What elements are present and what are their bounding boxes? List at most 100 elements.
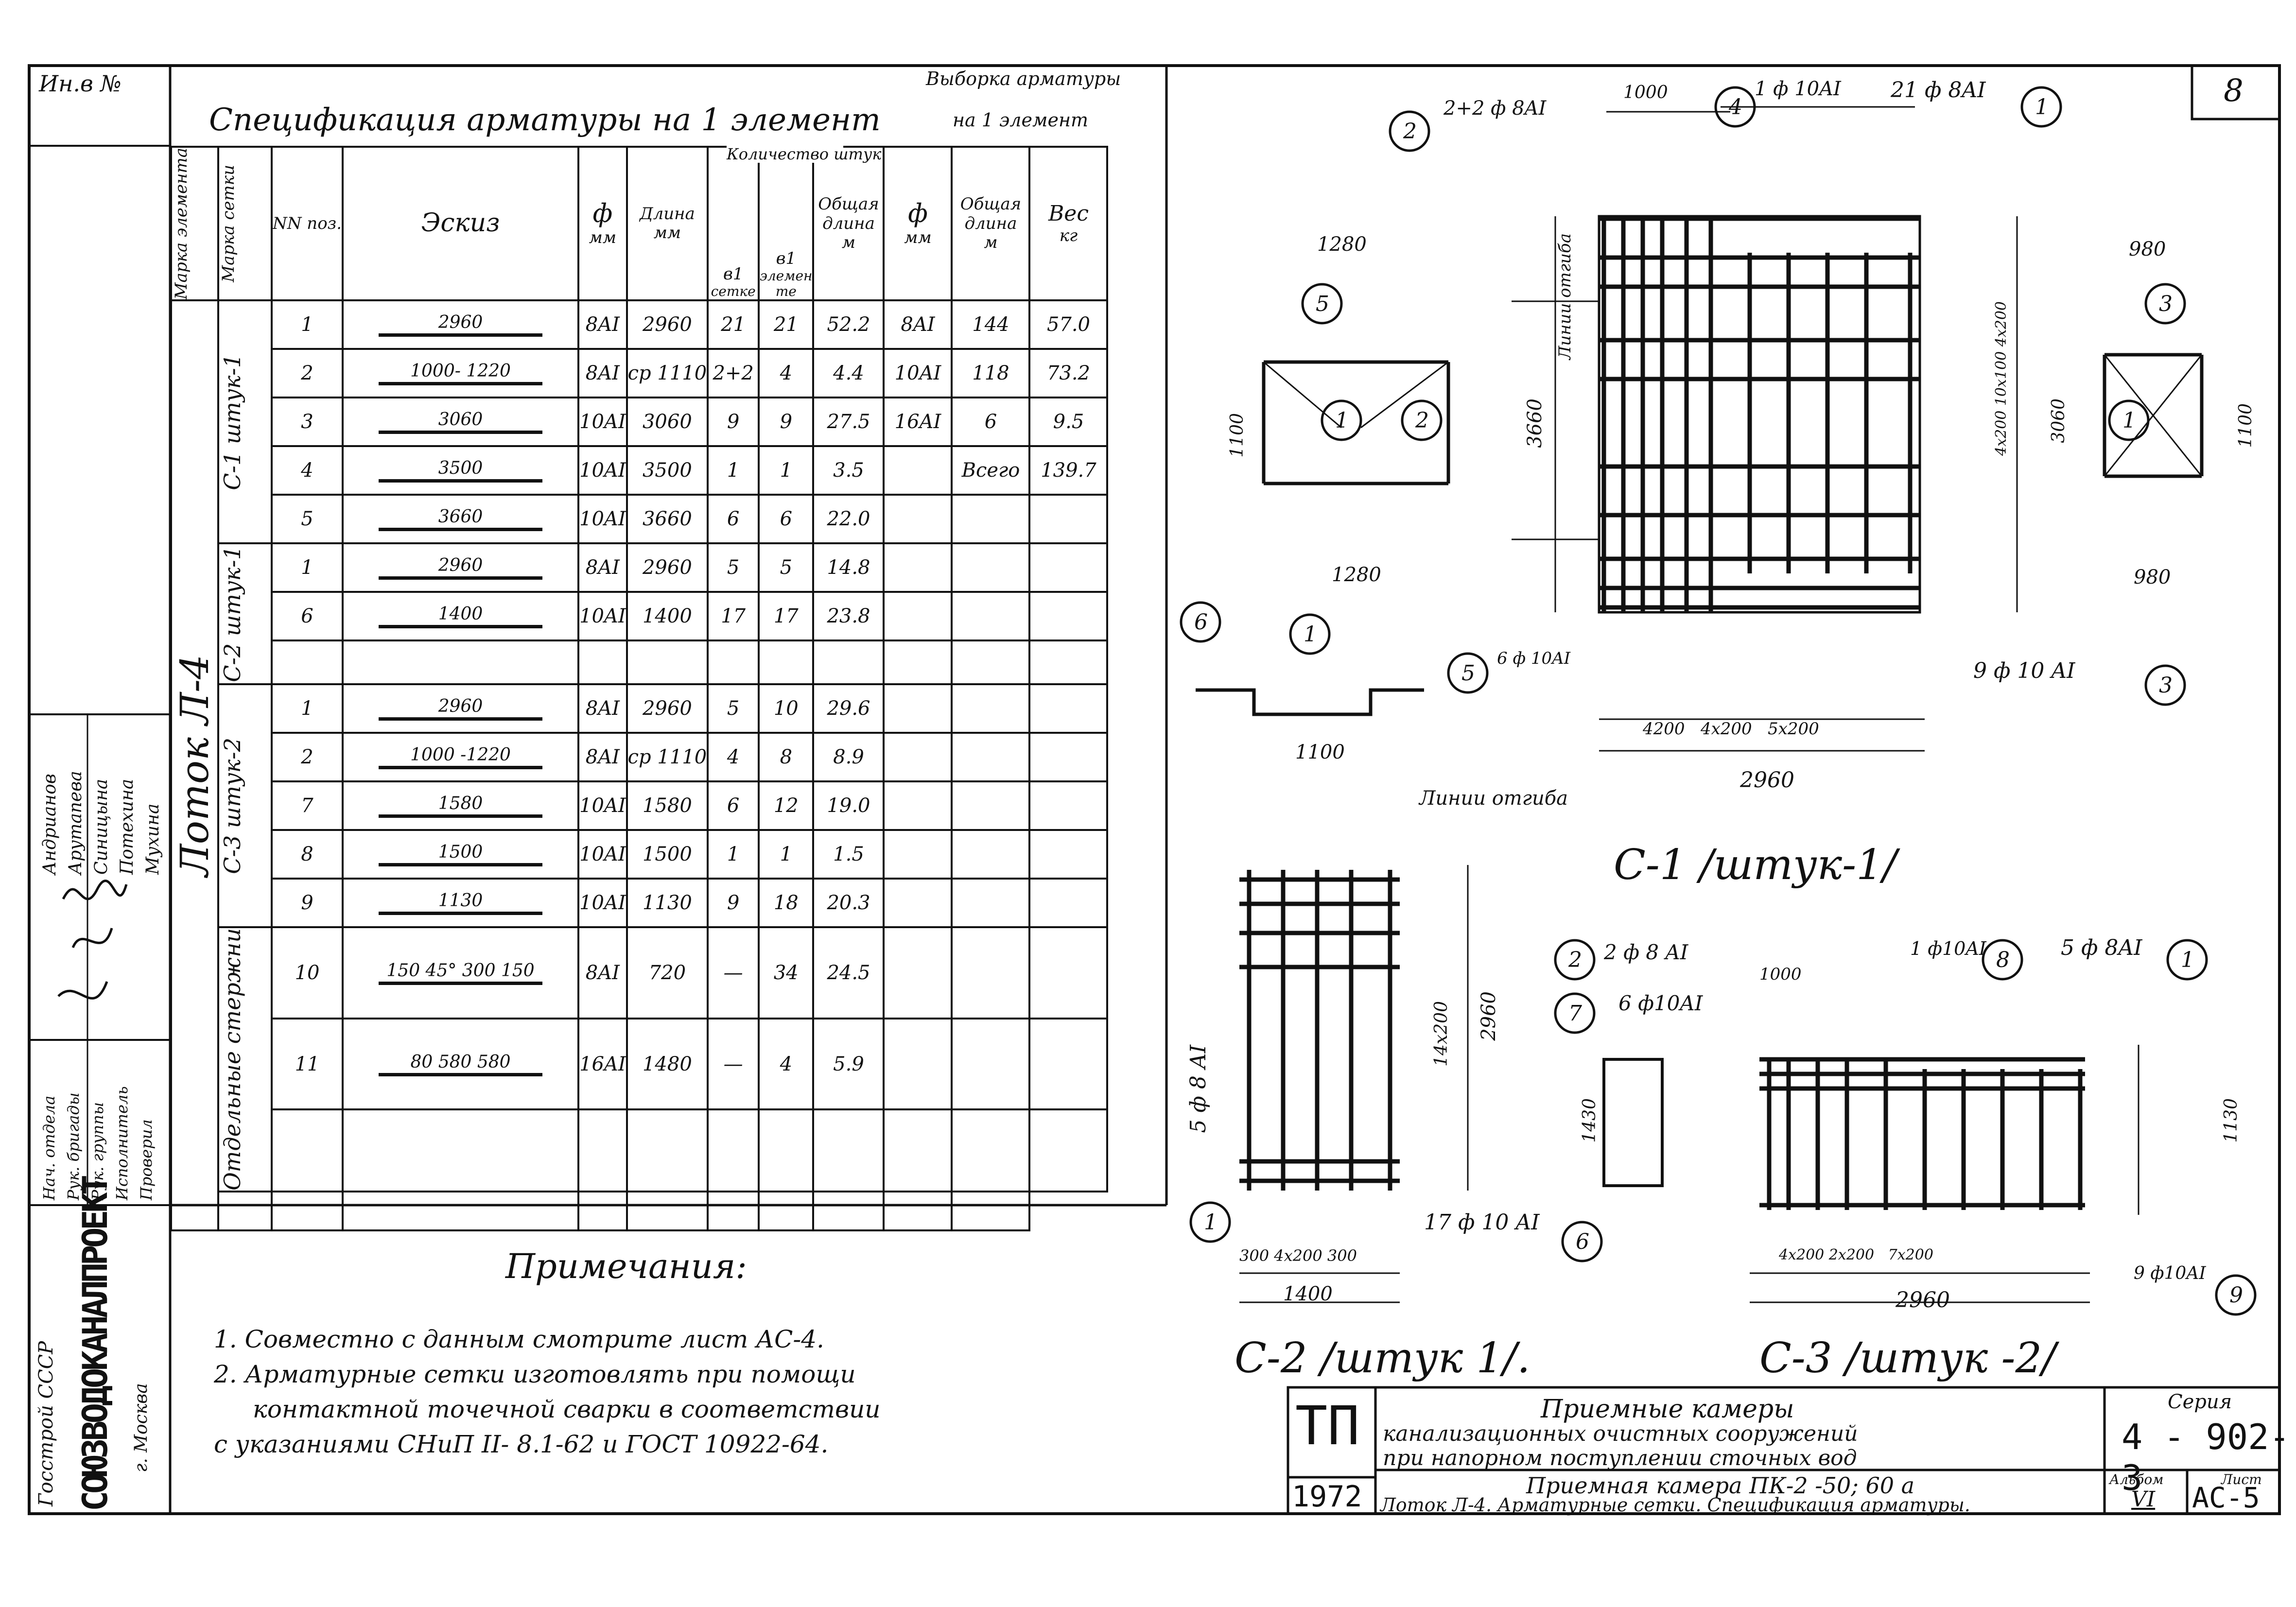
sketch-label: 3660 — [438, 507, 483, 527]
hdr-sel-total: Общая длина — [960, 194, 1022, 233]
selection-diameter-cell — [883, 445, 953, 496]
c2-dim-mid: 14x200 — [1431, 1001, 1451, 1067]
length-cell: 720 — [626, 926, 709, 1019]
qty-element-cell: 12 — [758, 780, 815, 831]
weight-cell: 57.0 — [1028, 299, 1109, 350]
selection-total-cell — [951, 878, 1031, 929]
blank-row — [171, 1191, 1107, 1232]
selection-diameter-cell — [883, 1017, 953, 1111]
c3-dim-side: 1430 — [1580, 1098, 1600, 1143]
length-cell: ср 1110 — [626, 348, 709, 399]
hdr-weight: Вес — [1048, 201, 1089, 226]
caption-c3: С-3 /штук -2/ — [1759, 1334, 2056, 1382]
qty-element-cell: 21 — [758, 299, 815, 350]
length-cell: 1500 — [626, 829, 709, 880]
selection-total-cell — [951, 542, 1031, 593]
section-c1-a — [1262, 360, 1450, 485]
bar-shape — [379, 625, 542, 629]
diameter-cell: 10AI — [577, 878, 628, 929]
selection-total-cell: Всего — [951, 445, 1031, 496]
length-cell: 1400 — [626, 591, 709, 642]
selection-title-2: на 1 элемент — [953, 109, 1089, 131]
diameter-cell: 10AI — [577, 780, 628, 831]
mesh-c2 — [1239, 870, 1400, 1191]
sketch-label: 150 45° 300 150 — [386, 961, 535, 981]
svg-text:4: 4 — [1728, 95, 1742, 120]
svg-text:7: 7 — [1568, 1001, 1582, 1026]
diameter-cell: 10AI — [577, 591, 628, 642]
c1-label-top-right: 21 ф 8AI — [1891, 78, 1986, 103]
year: 1972 — [1292, 1480, 1362, 1514]
c1-bend-line: Линии отгиба — [1555, 233, 1575, 360]
selection-total-cell — [951, 683, 1031, 734]
sheet-value: АС-5 — [2192, 1481, 2260, 1514]
qty-mesh-cell: — — [707, 1017, 760, 1111]
bar-shape — [379, 528, 542, 532]
position-cell: 5 — [270, 494, 344, 545]
weight-cell — [1028, 878, 1109, 929]
c3-dim-segments: 4x200 2x200 7x200 — [1779, 1246, 1933, 1263]
hdr-length: Длина — [639, 204, 695, 224]
sketch-label: 1130 — [438, 891, 483, 911]
hdr-sel-total-unit: м — [984, 232, 998, 252]
note-2: 2. Арматурные сетки изготовлять при помо… — [214, 1360, 856, 1388]
c1-label-right: 9 ф 10 AI — [1973, 658, 2075, 683]
hdr-qty-mesh-2: сетке — [711, 283, 756, 300]
sec-dim-bottom: 1280 — [1332, 564, 1381, 586]
position-cell: 7 — [270, 780, 344, 831]
qty-element-cell: 1 — [758, 829, 815, 880]
sheet-label: Лист — [2221, 1471, 2262, 1487]
c1-label-left: 6 ф 10AI — [1497, 649, 1571, 668]
svg-text:5: 5 — [1461, 661, 1475, 686]
position-cell: 4 — [270, 445, 344, 496]
selection-diameter-cell — [883, 542, 953, 593]
series-value: 4 - 902-3 — [2122, 1417, 2290, 1498]
qty-mesh-cell: — — [707, 926, 760, 1019]
svg-text:1: 1 — [2181, 948, 2194, 972]
bar-shape — [379, 766, 542, 770]
selection-diameter-cell — [883, 494, 953, 545]
selection-total-cell — [951, 829, 1031, 880]
caption-c2: С-2 /штук 1/. — [1235, 1334, 1531, 1382]
total-length-cell: 22.0 — [812, 494, 885, 545]
selection-total-cell — [951, 1017, 1031, 1111]
total-length-cell: 23.8 — [812, 591, 885, 642]
c1-label-top-mid: 1 ф 10AI — [1755, 78, 1841, 100]
page-number: 8 — [2224, 73, 2244, 109]
c3-label-top-right: 5 ф 8AI — [2061, 935, 2142, 960]
qty-mesh-cell: 9 — [707, 878, 760, 929]
length-cell: 1480 — [626, 1017, 709, 1111]
c1-dim-bottom: 2960 — [1740, 768, 1794, 793]
c3-label-top-left: 2 ф 8 AI — [1604, 940, 1688, 964]
hdr-dia-unit: мм — [589, 228, 617, 248]
selection-diameter-cell: 16AI — [883, 397, 953, 448]
selection-diameter-cell — [883, 829, 953, 880]
weight-cell — [1028, 829, 1109, 880]
qty-element-cell: 4 — [758, 1017, 815, 1111]
length-cell: 1130 — [626, 878, 709, 929]
title-line5: Лоток Л-4. Арматурные сетки. Спецификаци… — [1380, 1494, 1970, 1516]
c2-dim-segments: 300 4x200 300 — [1239, 1246, 1357, 1265]
qty-mesh-cell: 6 — [707, 780, 760, 831]
series-label: Серия — [2168, 1391, 2232, 1413]
sec2-dim-bottom: 980 — [2134, 566, 2171, 588]
length-cell: 2960 — [626, 299, 709, 350]
note-4: с указаниями СНиП II- 8.1-62 и ГОСТ 1092… — [214, 1430, 829, 1458]
svg-text:1: 1 — [2122, 408, 2136, 433]
qty-element-cell: 10 — [758, 683, 815, 734]
position-cell: 1 — [270, 542, 344, 593]
weight-cell — [1028, 1017, 1109, 1111]
hdr-qty-mesh-1: в1 — [723, 264, 744, 284]
svg-text:1: 1 — [1335, 408, 1349, 433]
selection-title-1: Выборка арматуры — [926, 68, 1121, 89]
total-length-cell: 24.5 — [812, 926, 885, 1019]
hdr-length-unit: мм — [653, 223, 681, 243]
total-length-cell: 4.4 — [812, 348, 885, 399]
hdr-qty-elem-1: в1 — [776, 248, 797, 268]
title-block-frame — [1287, 1386, 2281, 1515]
c2-label-left: 5 ф 8 AI — [1186, 1045, 1211, 1133]
weight-cell — [1028, 494, 1109, 545]
